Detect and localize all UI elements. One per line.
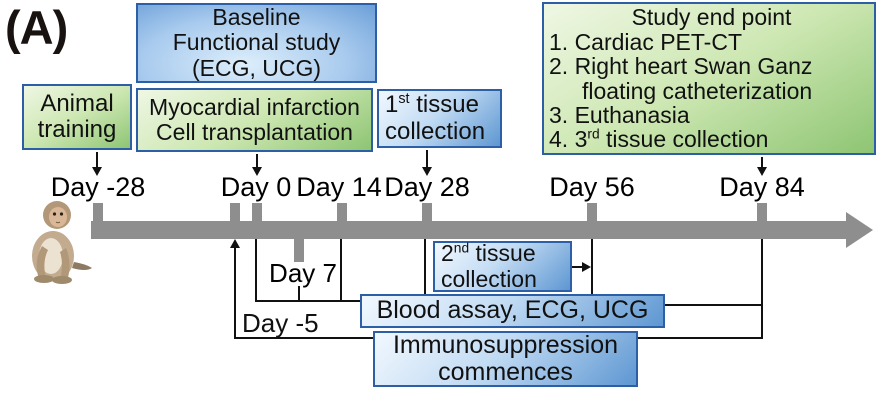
day-label-84: Day 84 xyxy=(719,172,805,202)
second-tissue-line1: 2nd tissue xyxy=(441,240,536,267)
day28-drop-line xyxy=(424,239,426,295)
bracket-to-blood-assay-line xyxy=(255,300,362,302)
second-tissue-arrow-line xyxy=(572,266,583,268)
day-label-56: Day 56 xyxy=(549,172,635,202)
tick-day-minus28 xyxy=(93,203,103,222)
study-end-point-box: Study end point 1. Cardiac PET-CT 2. Rig… xyxy=(542,2,876,155)
second-tissue-collection-box: 2nd tissue collection xyxy=(433,241,572,292)
second-tissue-line2: collection xyxy=(441,265,537,292)
first-tissue-line1: 1st tissue xyxy=(385,91,479,119)
tick-day-minus5 xyxy=(230,203,240,222)
day7-stub-line xyxy=(298,286,300,301)
arrow-first-tissue-to-day28-head xyxy=(422,167,432,176)
day-minus5-label: Day -5 xyxy=(242,308,319,338)
tick-day-14 xyxy=(337,203,347,222)
arrow-study-end-to-day84-line xyxy=(761,157,763,168)
study-end-item1: 1. Cardiac PET-CT xyxy=(549,28,742,55)
study-end-title: Study end point xyxy=(631,4,792,31)
tick-day-0 xyxy=(252,203,262,222)
first-tissue-collection-box: 1st tissue collection xyxy=(377,89,502,148)
day7-label: Day 7 xyxy=(269,258,337,288)
study-end-item4: 4. 3rd tissue collection xyxy=(549,126,769,153)
immunosuppression-line2: commences xyxy=(438,358,573,386)
day-label-28: Day 28 xyxy=(384,172,470,202)
panel-label: (A) xyxy=(5,1,68,54)
myocardial-infarction-box: Myocardial infarction Cell transplantati… xyxy=(136,88,373,152)
animal-training-line1: Animal xyxy=(40,89,114,117)
day-label-minus28: Day -28 xyxy=(50,172,146,202)
day56-drop-line xyxy=(591,239,593,295)
animal-training-box: Animal training xyxy=(22,84,132,150)
baseline-line2: Functional study xyxy=(172,29,341,56)
day-label-0: Day 0 xyxy=(220,172,292,202)
second-tissue-arrowhead xyxy=(582,262,591,272)
blood-assay-to-day84-line xyxy=(665,304,763,306)
baseline-line3: (ECG, UCG) xyxy=(191,54,322,81)
tick-day-84 xyxy=(757,203,767,222)
immunosuppression-line1: Immunosuppression xyxy=(392,330,619,359)
blood-assay-box: Blood assay, ECG, UCG xyxy=(360,294,665,328)
day-label-14: Day 14 xyxy=(296,172,382,202)
day-minus5-to-immuno-line xyxy=(234,337,375,339)
arrow-animal-to-day-28-head xyxy=(92,167,102,176)
immunosuppression-box: Immunosuppression commences xyxy=(373,331,638,387)
tick-day-7 xyxy=(294,239,304,262)
timeline-bar xyxy=(91,221,848,239)
baseline-study-box: Baseline Functional study (ECG, UCG) xyxy=(136,3,377,83)
immuno-to-day84-line xyxy=(638,337,763,339)
baseline-line1: Baseline xyxy=(212,4,301,31)
arrow-animal-to-day-28-line xyxy=(96,152,98,168)
arrow-myocardial-to-day0-head xyxy=(252,167,262,176)
arrow-study-end-to-day84-head xyxy=(757,167,767,176)
arrow-myocardial-to-day0-line xyxy=(256,154,258,168)
timeline-arrowhead-icon xyxy=(846,212,873,248)
blood-assay-label: Blood assay, ECG, UCG xyxy=(376,296,649,325)
arrow-first-tissue-to-day28-line xyxy=(426,150,428,168)
myocardial-line2: Cell transplantation xyxy=(156,119,353,145)
animal-training-line2: training xyxy=(37,116,117,143)
day-minus5-vertical-line xyxy=(234,247,236,339)
tick-day-28 xyxy=(422,203,432,222)
first-tissue-line2: collection xyxy=(385,117,486,145)
monkey-image xyxy=(32,201,92,284)
study-end-item2a: 2. Right heart Swan Ganz xyxy=(549,53,813,80)
day84-vertical-line xyxy=(761,239,763,339)
study-end-item3: 3. Euthanasia xyxy=(549,101,690,128)
bracket-day0-leg xyxy=(255,239,257,302)
study-end-item2b: floating catheterization xyxy=(582,77,813,104)
tick-day-56 xyxy=(587,203,597,222)
bracket-day14-leg xyxy=(340,239,342,302)
myocardial-line1: Myocardial infarction xyxy=(149,93,360,120)
day-minus5-up-arrowhead xyxy=(230,239,240,248)
